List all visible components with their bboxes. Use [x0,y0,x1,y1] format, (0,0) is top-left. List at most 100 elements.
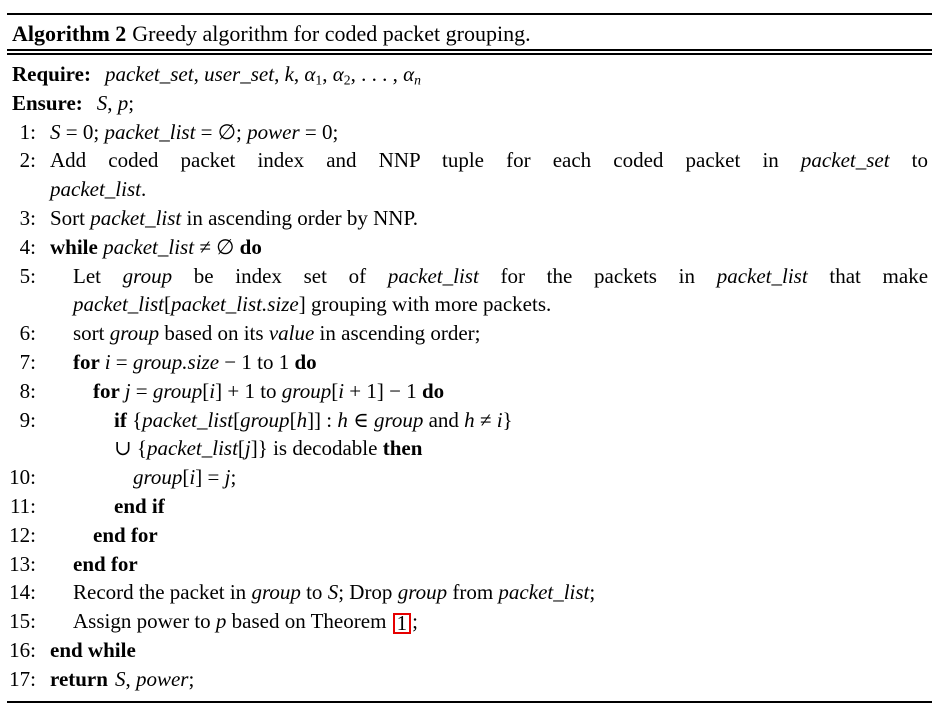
top-rule [7,13,932,15]
code-segment: h [337,407,348,432]
line-number: 5: [19,263,36,288]
code-segment: i [104,349,111,374]
code-segment: S [50,119,61,144]
algorithm-line-10: 10:group[i] = j; [0,463,940,492]
code-segment: , [322,62,333,86]
bottom-rule [7,701,932,703]
code-segment: group [240,407,290,432]
code-segment: [ [237,436,245,461]
line-content: Record the packet in group to S; Drop gr… [73,578,928,607]
code-segment: , [274,62,285,86]
code-segment: packet_list [73,292,164,317]
code-segment: ; [589,580,596,605]
code-segment: do [239,234,262,259]
code-segment: i [209,378,216,403]
code-segment: in ascending order; [314,321,481,346]
code-segment: packet_set [104,62,194,86]
code-segment: ] = [195,465,225,490]
code-segment: packet_list [103,234,195,259]
line-number: 1: [19,119,36,144]
algorithm-line-6: 6: sort group based on its value in ascen… [0,319,940,348]
code-segment: p [117,90,129,115]
code-segment: { [132,407,143,432]
code-segment: if [114,407,133,432]
algorithm-line-9: 9:if {packet_list[group[h]] : h ∈ group … [0,406,940,435]
code-segment: j [124,378,131,403]
code-segment: packet_list [498,580,590,605]
code-segment: ∈ [347,407,374,432]
code-segment: [ [163,292,171,317]
code-segment: 1 [315,72,323,88]
code-segment: p [215,609,227,634]
algorithm-header-row: Ensure:S, p; [0,89,940,118]
line-number: 17: [9,666,36,691]
line-content: Ensure:S, p; [12,89,928,118]
line-content: end for [73,550,928,579]
code-segment: from [447,580,499,605]
line-number: 14: [9,580,36,605]
algorithm-line-13: 13: end for [0,550,940,579]
code-segment: end while [50,637,136,662]
code-segment: k [284,62,294,86]
code-segment: do [421,378,445,403]
line-content: sort group based on its value in ascendi… [73,319,928,348]
line-content: while packet_list ≠ ∅ do [50,233,928,262]
line-number: 10: [9,465,36,490]
code-segment: h [464,407,475,432]
line-content: for i = group.size − 1 to 1 do [73,348,928,377]
code-segment: to [300,580,328,605]
code-segment: ; [412,609,418,634]
code-segment: group [133,465,183,490]
code-segment: ; [188,666,195,691]
line-number: 15: [9,609,36,634]
code-segment: return [50,666,108,691]
code-segment: = ∅; [195,119,248,144]
code-segment: , [107,90,118,115]
code-segment: S [327,580,339,605]
line-number: 13: [9,551,36,576]
line-number: 6: [19,321,36,346]
code-segment: packet_list [104,119,196,144]
code-segment: , [293,62,305,86]
algorithm-line-4: 4:while packet_list ≠ ∅ do [0,233,940,262]
code-segment: [ [289,407,297,432]
algorithm-line-15: 15:Assign power to p based on Theorem 1; [0,607,940,636]
code-segment: , [193,62,205,86]
code-segment: packet_list [90,205,182,230]
code-segment: h [296,407,308,432]
code-segment: i [496,407,503,432]
code-segment: α [304,62,316,86]
code-segment: 2 [343,72,351,88]
line-number: 7: [19,349,36,374]
code-segment: for [93,378,125,403]
code-segment: group [152,378,203,403]
code-segment: [ [233,407,241,432]
code-segment: Require: [12,62,91,86]
code-segment: j [224,465,231,490]
code-segment: for the packets in [478,263,717,288]
theorem-ref-link[interactable]: 1 [392,613,412,635]
code-segment: packet_list [716,263,808,288]
code-segment: , . . . , [350,62,404,86]
caption-rule-1 [7,49,932,51]
code-segment: Let [73,263,123,288]
code-segment: be index set of [172,263,388,288]
algorithm-line-continuation: packet_list[packet_list.size] grouping w… [0,290,940,319]
algorithm-line-11: 11:end if [0,492,940,521]
code-segment: end for [73,551,138,576]
code-segment: = [130,378,153,403]
line-content: end while [50,636,928,665]
code-segment: based on its [159,321,269,346]
code-segment: while [50,234,104,259]
code-segment: − 1 to 1 [219,349,295,374]
code-segment: group [373,407,424,432]
code-segment: , [125,666,136,691]
code-segment: and [423,407,465,432]
code-segment: ∪ { [114,436,147,461]
code-segment: . [140,177,147,202]
code-segment: n [414,72,421,88]
